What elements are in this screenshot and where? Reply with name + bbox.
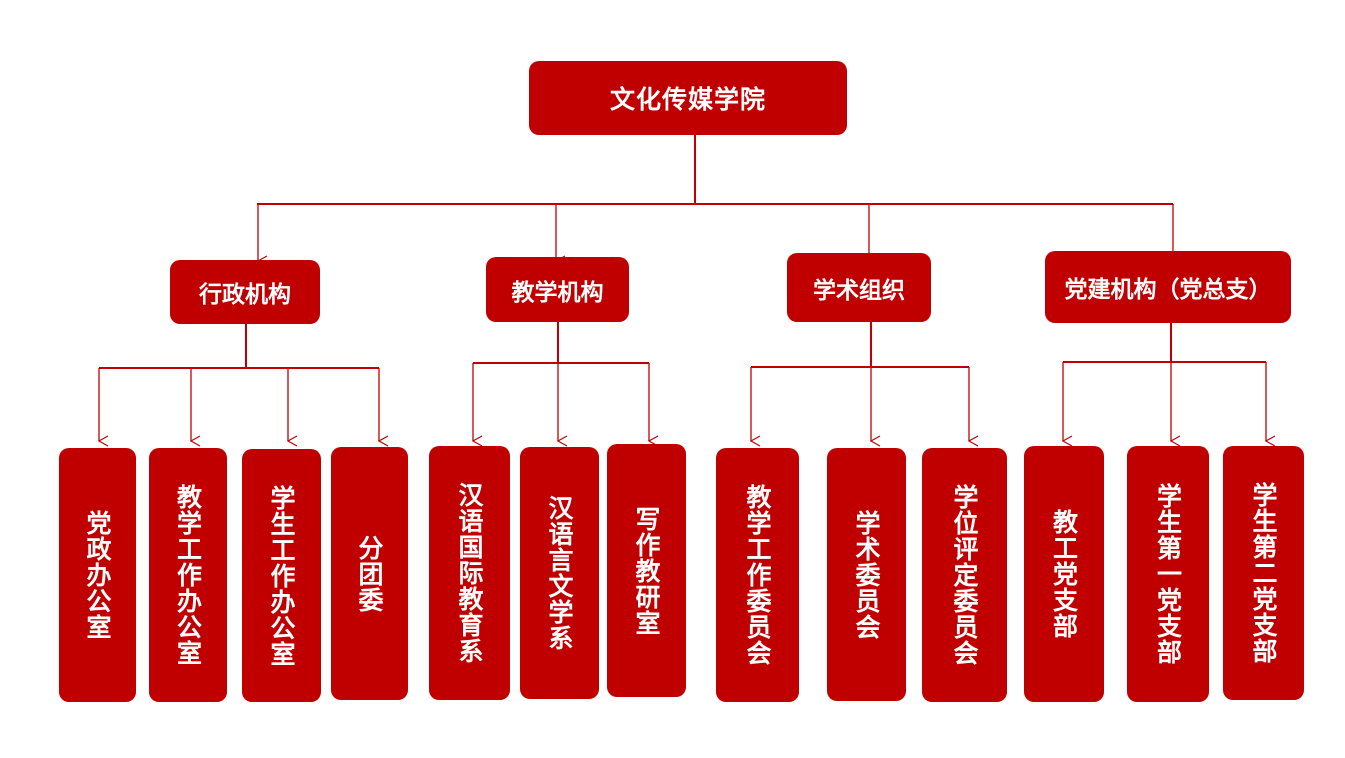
leaf-label: 学生工作办公室 — [267, 484, 296, 667]
category-label: 党建机构（党总支） — [1064, 276, 1272, 303]
leaf-node: 学生工作办公室 — [242, 449, 321, 702]
category-label: 教学机构 — [511, 278, 604, 306]
leaf-node: 学生第二党支部 — [1223, 446, 1304, 700]
leaf-label: 分团委 — [355, 534, 384, 613]
leaf-label: 汉语言文学系 — [545, 495, 574, 651]
leaf-node: 写作教研室 — [607, 444, 686, 697]
category-admin: 行政机构 — [170, 260, 320, 324]
category-label: 行政机构 — [199, 281, 291, 308]
leaf-label: 教学工作办公室 — [173, 484, 203, 666]
leaf-node: 教学工作办公室 — [149, 448, 227, 702]
leaf-label: 教学工作委员会 — [743, 484, 772, 666]
leaf-label: 党政办公室 — [83, 510, 112, 640]
root-node: 文化传媒学院 — [529, 61, 847, 135]
leaf-label: 学生第一党支部 — [1153, 483, 1183, 665]
leaf-node: 学位评定委员会 — [922, 448, 1007, 702]
category-academic: 学术组织 — [787, 253, 931, 322]
leaf-label: 写作教研室 — [632, 505, 661, 636]
leaf-node: 教学工作委员会 — [716, 448, 799, 702]
leaf-node: 汉语言文学系 — [520, 447, 599, 699]
leaf-label: 学位评定委员会 — [950, 484, 979, 666]
leaf-node: 学术委员会 — [827, 448, 906, 701]
category-party: 党建机构（党总支） — [1045, 251, 1291, 323]
leaf-label: 学术委员会 — [852, 509, 881, 640]
leaf-label: 汉语国际教育系 — [455, 482, 484, 664]
leaf-node: 党政办公室 — [59, 448, 136, 702]
leaf-node: 分团委 — [331, 447, 408, 700]
leaf-node: 学生第一党支部 — [1127, 446, 1209, 702]
category-label: 学术组织 — [813, 276, 905, 304]
leaf-label: 教工党支部 — [1049, 509, 1079, 639]
leaf-label: 学生第二党支部 — [1249, 482, 1278, 664]
category-teaching: 教学机构 — [486, 257, 629, 322]
leaf-node: 汉语国际教育系 — [429, 446, 510, 700]
leaf-node: 教工党支部 — [1024, 446, 1104, 702]
root-label: 文化传媒学院 — [609, 85, 766, 114]
